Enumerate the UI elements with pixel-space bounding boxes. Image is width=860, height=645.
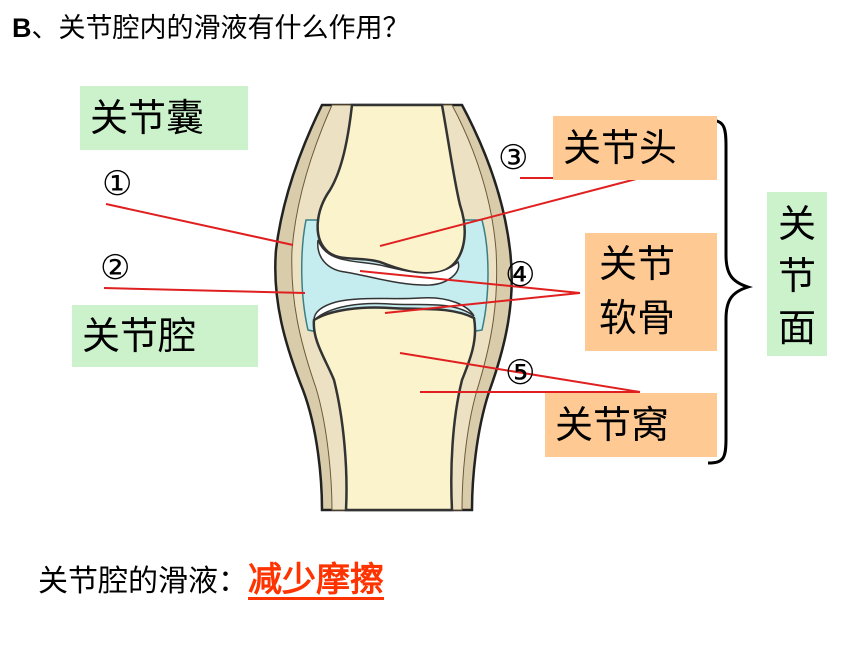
- marker-3: ③: [498, 138, 529, 178]
- label-joint-capsule: 关节囊: [80, 86, 248, 150]
- question-prefix: B: [12, 13, 32, 43]
- label-surface-char-3: 面: [777, 306, 816, 350]
- upper-cartilage: [317, 239, 460, 286]
- curly-brace: [707, 118, 754, 465]
- label-cartilage-line1: 关节: [599, 242, 676, 286]
- marker-5: ⑤: [505, 353, 536, 393]
- label-joint-socket: 关节窝: [545, 393, 717, 457]
- label-surface-char-2: 节: [777, 254, 816, 298]
- leader-line-4a: [359, 270, 581, 294]
- label-joint-cavity: 关节腔: [72, 305, 258, 367]
- marker-2: ②: [100, 248, 131, 288]
- question-text: 、关节腔内的滑液有什么作用？: [31, 13, 410, 44]
- label-surface-char-1: 关: [777, 202, 816, 246]
- label-cartilage-line2: 软骨: [599, 296, 676, 340]
- question-title: B、关节腔内的滑液有什么作用？: [12, 10, 410, 47]
- leader-line-5: [399, 352, 641, 393]
- answer-value: 减少摩擦: [248, 560, 384, 600]
- upper-bone: [316, 103, 466, 275]
- label-joint-head: 关节头: [553, 116, 717, 180]
- leader-line-1: [105, 203, 294, 246]
- marker-4: ④: [505, 255, 536, 295]
- answer-prompt: 关节腔的滑液：: [38, 564, 248, 599]
- marker-1: ①: [102, 164, 133, 204]
- label-articular-surface: 关 节 面: [767, 192, 827, 356]
- leader-line-2: [103, 287, 306, 294]
- label-articular-cartilage: 关节 软骨: [585, 233, 717, 351]
- leader-line-3: [379, 177, 641, 247]
- leader-line-4b: [384, 292, 581, 314]
- answer-row: 关节腔的滑液：减少摩擦: [38, 558, 384, 604]
